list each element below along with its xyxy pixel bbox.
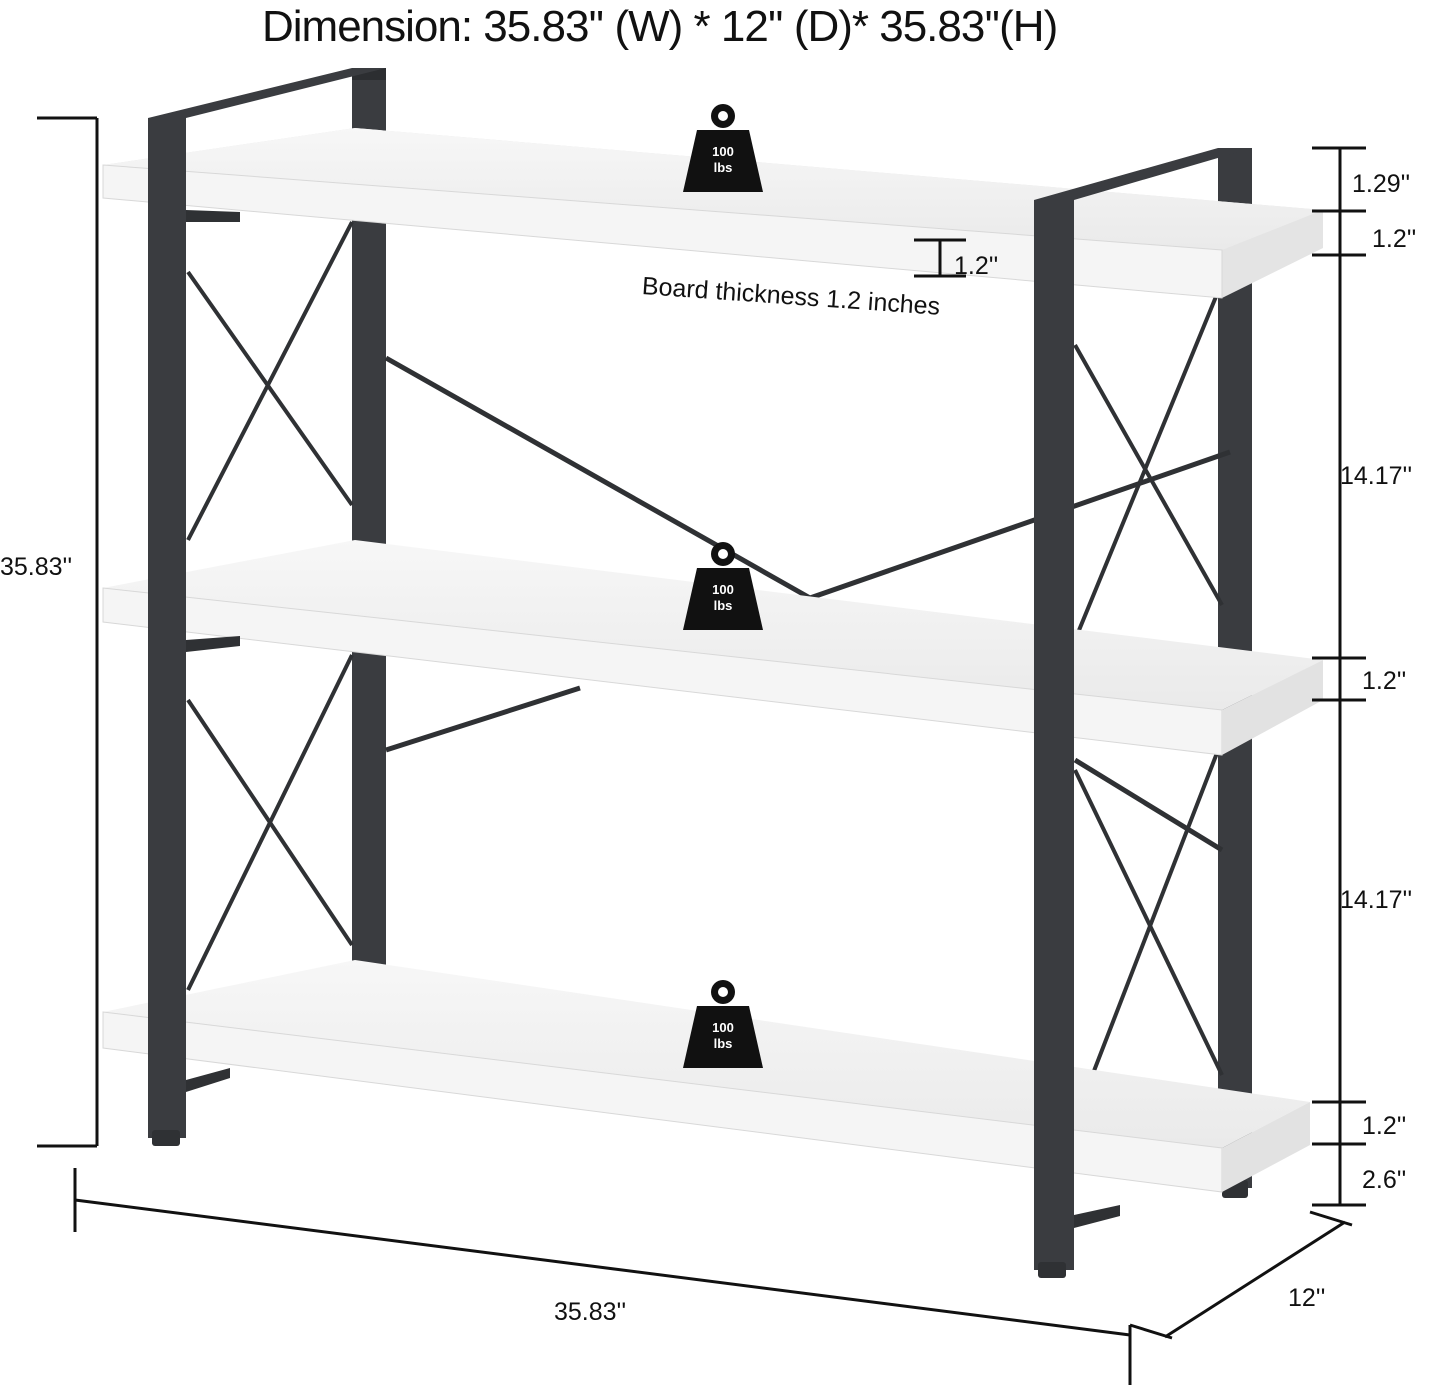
right-side-x-brace xyxy=(1073,281,1224,1121)
dimension-title: Dimension: 35.83'' (W) * 12'' (D)* 35.83… xyxy=(262,2,1058,51)
bottom-shelf xyxy=(102,960,1310,1193)
vertical-segment-dimension-line xyxy=(1312,146,1366,1207)
front-left-post xyxy=(148,68,386,1146)
width-label: 35.83'' xyxy=(554,1298,627,1326)
board-thickness-callout: 1.2'' xyxy=(954,252,999,280)
middle-board-label: 1.2'' xyxy=(1362,667,1407,695)
weight-unit: lbs xyxy=(714,160,733,175)
back-brace xyxy=(384,355,1231,853)
left-side-x-brace xyxy=(186,221,354,991)
front-right-post xyxy=(1034,148,1252,1278)
top-shelf xyxy=(102,128,1323,299)
floor-clearance-label: 2.6'' xyxy=(1362,1166,1407,1194)
depth-dimension-line xyxy=(1129,1210,1353,1340)
weight-badge-bottom: 100 lbs xyxy=(683,980,763,1068)
top-board-label: 1.2'' xyxy=(1372,225,1417,253)
weight-value: 100 xyxy=(712,1020,734,1035)
weight-value: 100 xyxy=(712,144,734,159)
board-thickness-marker xyxy=(914,238,966,278)
top-gap-label: 1.29'' xyxy=(1352,170,1411,198)
weight-badge-middle: 100 lbs xyxy=(683,542,763,630)
height-dimension-line xyxy=(37,116,99,1148)
depth-label: 12'' xyxy=(1288,1284,1326,1312)
weight-value: 100 xyxy=(712,582,734,597)
bottom-board-label: 1.2'' xyxy=(1362,1112,1407,1140)
weight-badge-top: 100 lbs xyxy=(683,104,763,192)
lower-space-label: 14.17'' xyxy=(1340,886,1413,914)
width-dimension-line xyxy=(73,1168,1132,1385)
weight-unit: lbs xyxy=(714,598,733,613)
upper-space-label: 14.17'' xyxy=(1340,462,1413,490)
height-label: 35.83'' xyxy=(0,553,73,581)
weight-unit: lbs xyxy=(714,1036,733,1051)
